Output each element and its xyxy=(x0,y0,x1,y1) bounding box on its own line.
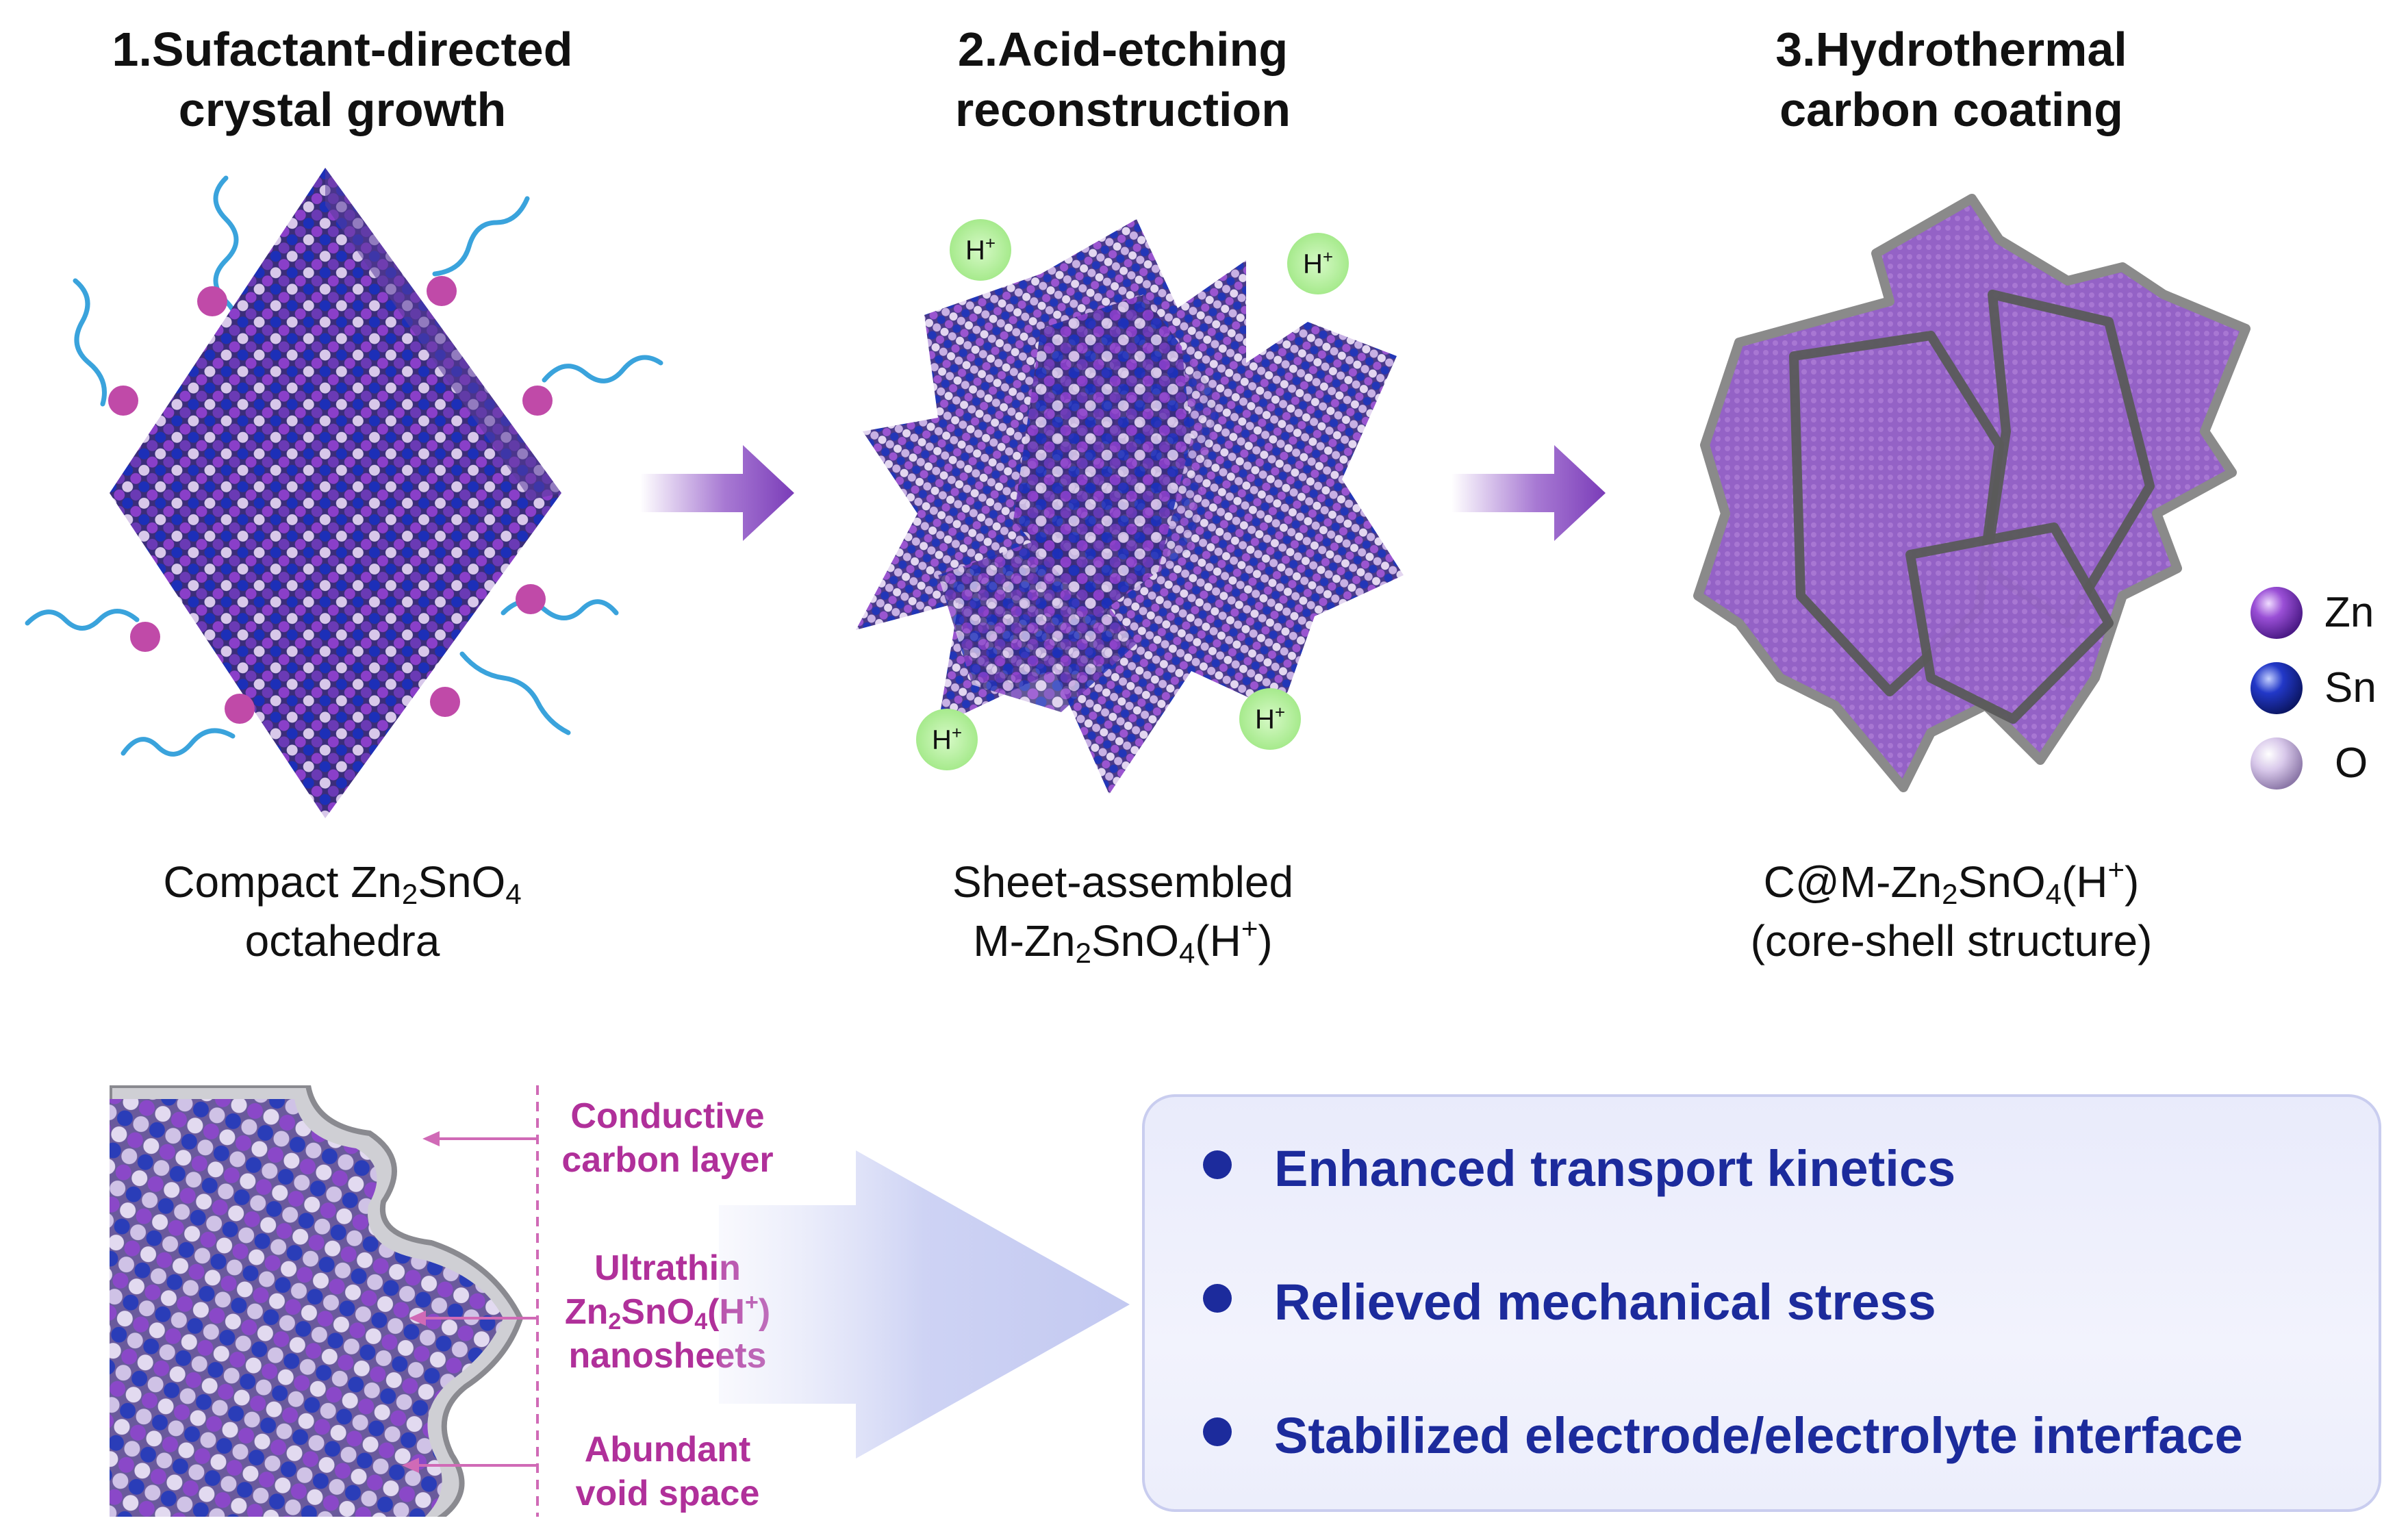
legend-zn-icon xyxy=(2251,587,2303,639)
octahedron-crystal xyxy=(110,168,561,818)
proton-label-4: H+ xyxy=(1254,702,1286,735)
benefit-item-2: Relieved mechanical stress xyxy=(1203,1272,1936,1333)
proton-label-3: H+ xyxy=(931,722,963,755)
benefit-arrow xyxy=(719,1150,1130,1459)
process-arrow-1 xyxy=(640,445,794,541)
legend-o-icon xyxy=(2251,737,2303,790)
bullet-icon xyxy=(1203,1150,1232,1179)
bullet-icon xyxy=(1203,1284,1232,1313)
bullet-icon xyxy=(1203,1417,1232,1446)
proton-label-2: H+ xyxy=(1302,247,1334,279)
protons xyxy=(916,219,1349,770)
caption-3-line1: C@M-Zn2SnO4(H+) xyxy=(1763,853,2140,910)
step-1-title-line1: 1.Sufactant-directed xyxy=(112,23,573,76)
caption-1-line1: Compact Zn2SnO4 xyxy=(163,857,522,910)
zoom-label-void-space: Abundant void space xyxy=(575,1430,760,1513)
caption-2: Sheet-assembled M-Zn2SnO4(H+) xyxy=(781,853,1465,970)
octahedron-side-face xyxy=(325,168,561,500)
proton-2 xyxy=(1287,233,1349,294)
nanosheet-front-3 xyxy=(938,534,1137,712)
proton-1 xyxy=(950,219,1011,281)
legend-o-label: O xyxy=(2335,740,2368,787)
legend-sn-icon xyxy=(2251,662,2303,714)
proton-label-1: H+ xyxy=(965,233,996,266)
caption-1: Compact Zn2SnO4 octahedra xyxy=(0,853,685,970)
zoom-inset xyxy=(110,1085,539,1517)
legend-sn-label: Sn xyxy=(2324,664,2377,711)
step-1-title: 1.Sufactant-directed crystal growth xyxy=(34,19,650,140)
carbon-coated-illustration xyxy=(1693,194,2251,792)
benefit-item-1: Enhanced transport kinetics xyxy=(1203,1138,1955,1200)
step-2-title-line2: reconstruction xyxy=(954,83,1291,136)
octahedron-illustration xyxy=(25,168,663,818)
proton-3 xyxy=(916,709,978,770)
coated-sheet-front-3 xyxy=(1905,522,2114,724)
caption-3: C@M-Zn2SnO4(H+) (core-shell structure) xyxy=(1609,853,2294,970)
step-3-title: 3.Hydrothermal carbon coating xyxy=(1643,19,2259,140)
legend-zn-label: Zn xyxy=(2324,589,2374,636)
step-3-title-line2: carbon coating xyxy=(1779,83,2123,136)
step-1-title-line2: crystal growth xyxy=(178,83,507,136)
inset-nanosheets xyxy=(110,1099,503,1517)
caption-1-line2: octahedra xyxy=(244,916,440,966)
caption-2-line1: Sheet-assembled xyxy=(952,857,1294,907)
step-3-title-line1: 3.Hydrothermal xyxy=(1775,23,2127,76)
caption-3-line2: (core-shell structure) xyxy=(1750,916,2153,966)
step-2-title: 2.Acid-etching reconstruction xyxy=(815,19,1431,140)
benefits-panel: Enhanced transport kinetics Relieved mec… xyxy=(1142,1094,2381,1512)
nanosheet-front-2 xyxy=(1157,308,1280,637)
step-2-title-line1: 2.Acid-etching xyxy=(957,23,1289,76)
legend-atoms xyxy=(2251,587,2303,790)
sheet-assembled-illustration xyxy=(856,219,1404,794)
benefit-item-3: Stabilized electrode/electrolyte interfa… xyxy=(1203,1405,2243,1467)
zoom-label-carbon-layer: Conductive carbon layer xyxy=(561,1096,774,1180)
proton-4 xyxy=(1239,688,1301,750)
surfactant-heads xyxy=(108,276,553,724)
caption-2-line2: M-Zn2SnO4(H+) xyxy=(973,912,1273,969)
process-arrow-2 xyxy=(1452,445,1606,541)
